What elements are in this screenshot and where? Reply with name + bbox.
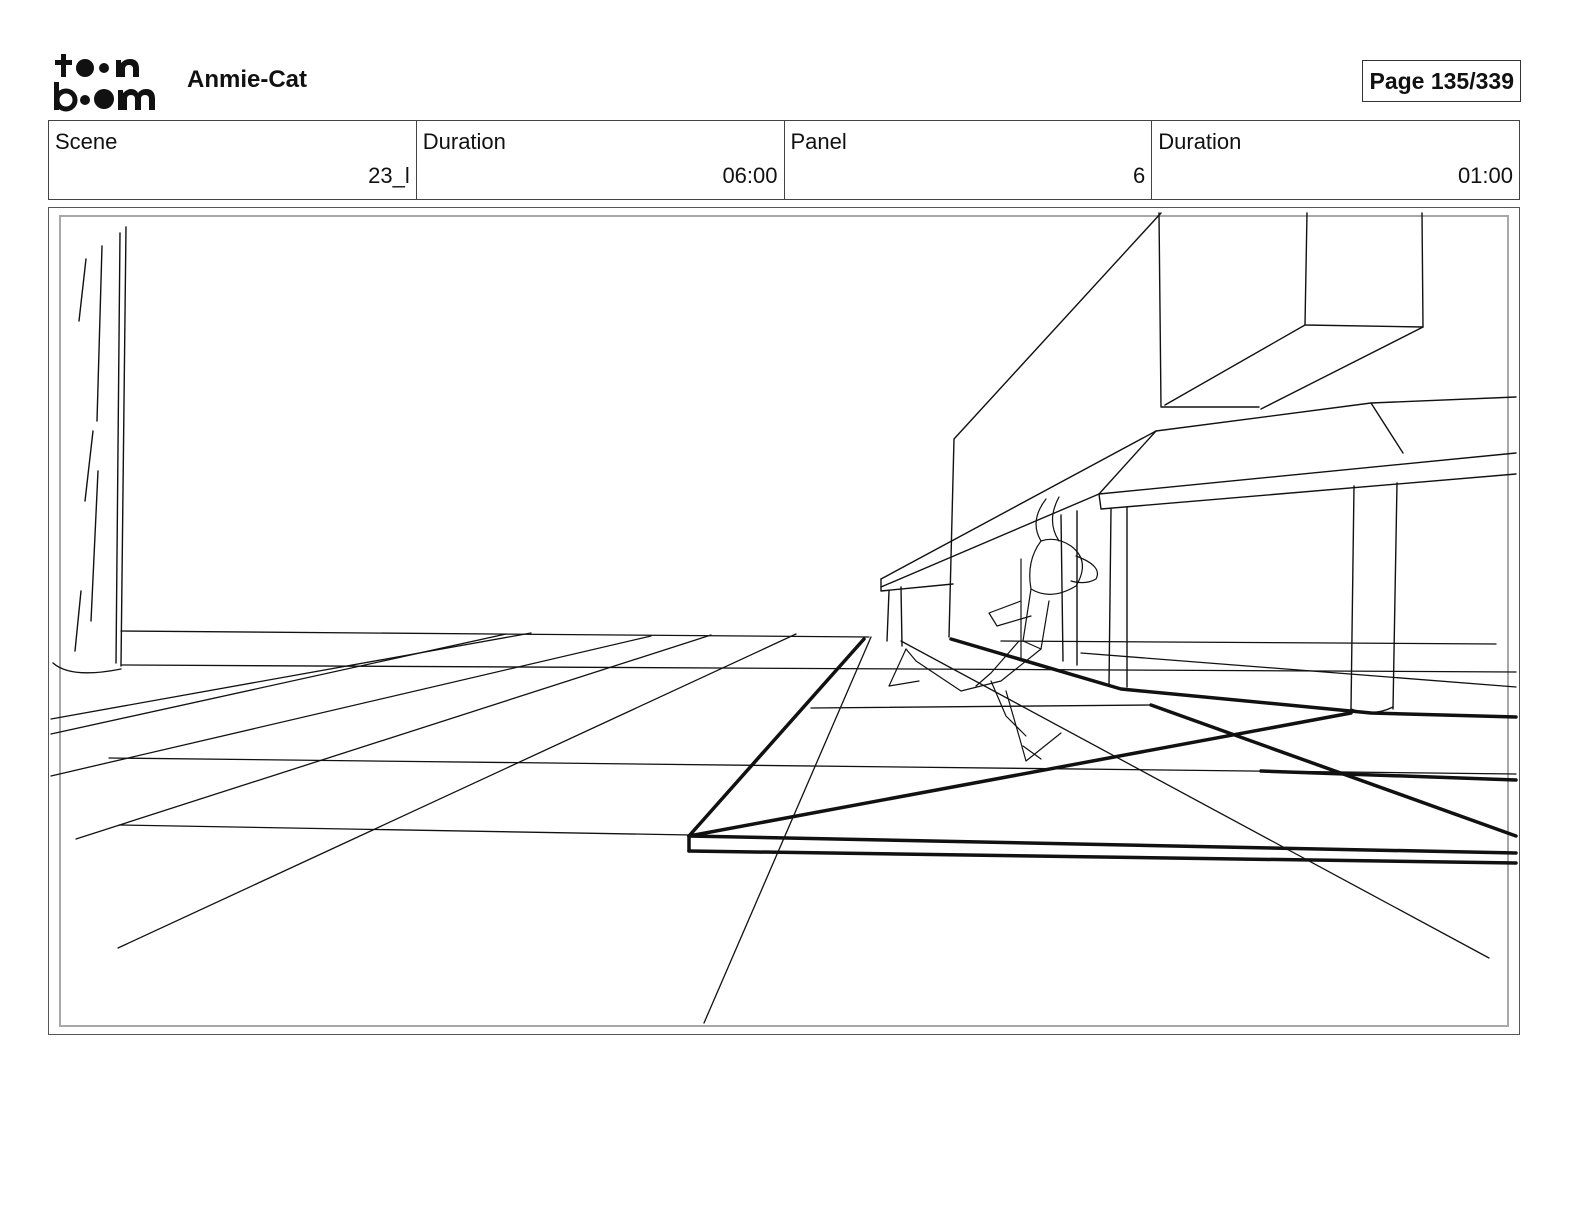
panel-sketch-drawing xyxy=(50,212,1518,1024)
panel-info-bar: Scene 23_l Duration 06:00 Panel 6 Durati… xyxy=(48,120,1520,200)
panel-duration-label: Duration xyxy=(1158,129,1242,154)
scene-duration-cell: Duration 06:00 xyxy=(417,121,785,199)
panel-label: Panel xyxy=(790,129,847,154)
scene-label: Scene xyxy=(55,129,118,154)
panel-safe-area xyxy=(59,215,1509,1027)
scene-cell: Scene 23_l xyxy=(49,121,417,199)
panel-duration-cell: Duration 01:00 xyxy=(1152,121,1519,199)
project-title: Anmie-Cat xyxy=(187,66,308,93)
page-indicator: Page 135/339 xyxy=(1362,60,1521,102)
scene-value: 23_l xyxy=(368,163,410,188)
storyboard-panel xyxy=(48,207,1520,1035)
scene-duration-value: 06:00 xyxy=(722,163,778,188)
scene-duration-label: Duration xyxy=(422,129,506,154)
panel-cell: Panel 6 xyxy=(785,121,1153,199)
toon-boom-logo-icon xyxy=(54,54,155,112)
panel-value: 6 xyxy=(1133,163,1146,188)
panel-duration-value: 01:00 xyxy=(1457,163,1513,188)
